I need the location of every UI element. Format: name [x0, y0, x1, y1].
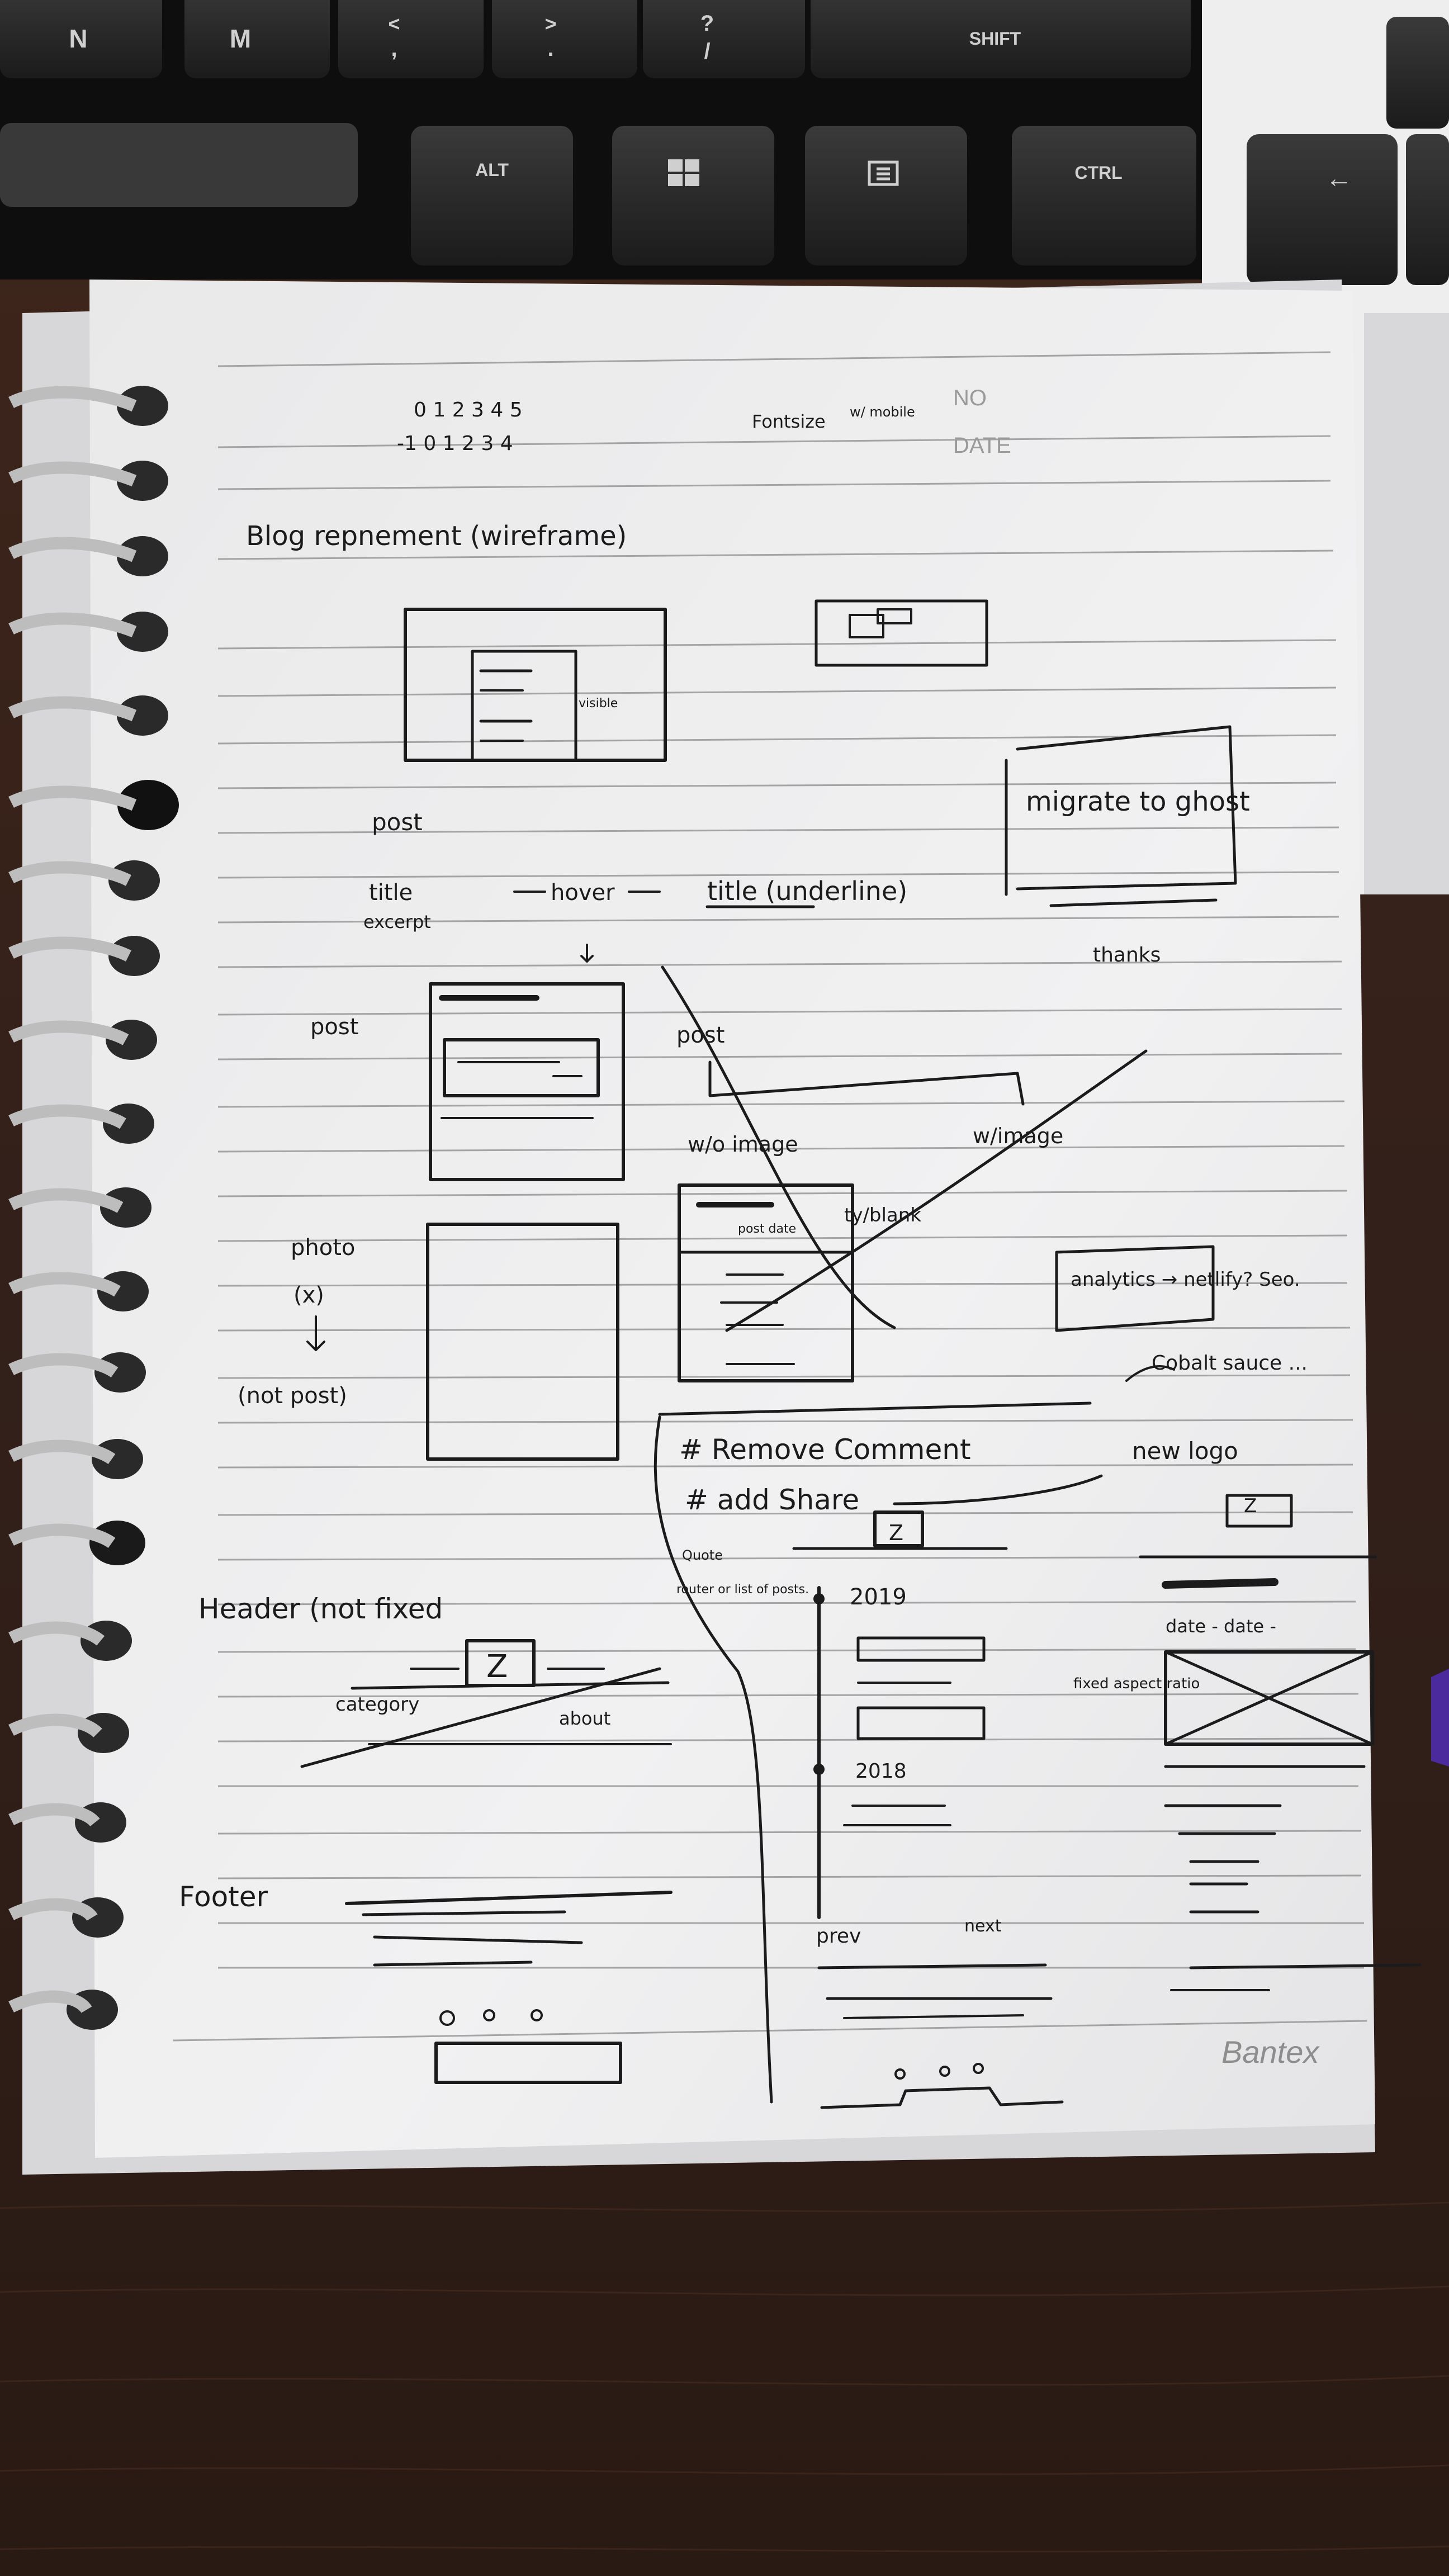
- key-m: [184, 0, 330, 78]
- key-menu: [805, 126, 967, 266]
- new-logo-note: new logo: [1132, 1437, 1238, 1465]
- quote-note: Quote: [682, 1547, 723, 1563]
- without-image-label: w/o image: [688, 1132, 798, 1157]
- key-m-label: M: [230, 24, 251, 53]
- key-comma-bottom: ,: [391, 36, 397, 61]
- header-label: Header (not fixed: [198, 1593, 443, 1625]
- x-label: (x): [293, 1282, 324, 1308]
- key-ctrl-label: CTRL: [1074, 163, 1122, 183]
- header-z-logo: Z: [486, 1649, 508, 1685]
- prev-label: prev: [816, 1925, 861, 1948]
- post-label: post: [372, 808, 423, 836]
- router-note: router or list of posts.: [676, 1583, 809, 1597]
- title-label: title: [369, 880, 413, 906]
- not-post-label: (not post): [238, 1383, 347, 1409]
- key-left-arrow: [1247, 134, 1398, 285]
- detail-z-logo: Z: [1244, 1495, 1257, 1517]
- visible-label: visible: [579, 697, 618, 711]
- header-field-no: NO: [953, 386, 987, 410]
- purple-object: [1431, 1669, 1449, 1767]
- key-top-right: [1386, 17, 1449, 129]
- photo-label: photo: [291, 1235, 355, 1261]
- fixed-aspect-ratio-label: fixed aspect ratio: [1073, 1675, 1200, 1692]
- remove-comment-note: # Remove Comment: [679, 1433, 971, 1466]
- timeline-dot: [813, 1593, 825, 1604]
- key-period: [492, 0, 637, 78]
- next-label: next: [964, 1916, 1002, 1936]
- post-date-label: post date: [738, 1222, 796, 1236]
- sketch-title: Blog repnement (wireframe): [246, 520, 627, 552]
- post-label-2: post: [310, 1014, 358, 1040]
- excerpt-label: excerpt: [363, 911, 431, 932]
- key-right-edge: [1406, 134, 1449, 285]
- key-windows: [612, 126, 774, 266]
- key-period-bottom: .: [547, 36, 553, 61]
- mobile-z-logo: Z: [889, 1521, 903, 1545]
- add-share-note: # add Share: [685, 1484, 859, 1516]
- footer-label: Footer: [179, 1881, 268, 1913]
- white-surface-shadow: [1364, 313, 1449, 894]
- header-field-date: DATE: [953, 433, 1011, 458]
- key-slash-top: ?: [700, 11, 714, 36]
- key-alt: [411, 126, 573, 266]
- key-space: [0, 123, 358, 207]
- key-n-label: N: [69, 24, 87, 53]
- title-underline-label: title (underline): [707, 876, 907, 906]
- ruler-bottom-label: -1 0 1 2 3 4: [397, 432, 513, 455]
- detail-date-label: date - date -: [1166, 1616, 1276, 1637]
- year-2018-label: 2018: [855, 1760, 907, 1783]
- key-left-arrow-label: ←: [1325, 164, 1352, 193]
- mobile-note: w/ mobile: [850, 404, 915, 420]
- analytics-note: analytics → netlify? Seo.: [1071, 1268, 1300, 1291]
- with-image-label: w/image: [973, 1124, 1063, 1148]
- key-comma-top: <: [388, 12, 400, 35]
- thanks-note: thanks: [1093, 944, 1161, 967]
- key-slash-bottom: /: [704, 39, 710, 64]
- timeline-dot: [813, 1764, 825, 1775]
- hover-label: hover: [551, 880, 615, 906]
- key-comma: [338, 0, 484, 78]
- cobalt-note: Cobalt sauce ...: [1152, 1352, 1308, 1375]
- post-label-3: post: [676, 1022, 724, 1048]
- key-slash: [643, 0, 805, 78]
- notebook-brand: Bantex: [1221, 2034, 1320, 2070]
- font-size-note: Fontsize: [752, 411, 826, 432]
- category-label: category: [335, 1693, 419, 1716]
- key-ctrl: [1012, 126, 1196, 266]
- year-2019-label: 2019: [850, 1584, 907, 1610]
- migrate-note: migrate to ghost: [1026, 786, 1250, 817]
- about-label: about: [559, 1708, 610, 1729]
- ruler-top-label: 0 1 2 3 4 5: [414, 399, 523, 422]
- key-period-top: >: [544, 12, 556, 35]
- key-alt-label: ALT: [475, 160, 509, 180]
- key-shift-label: SHIFT: [969, 29, 1021, 49]
